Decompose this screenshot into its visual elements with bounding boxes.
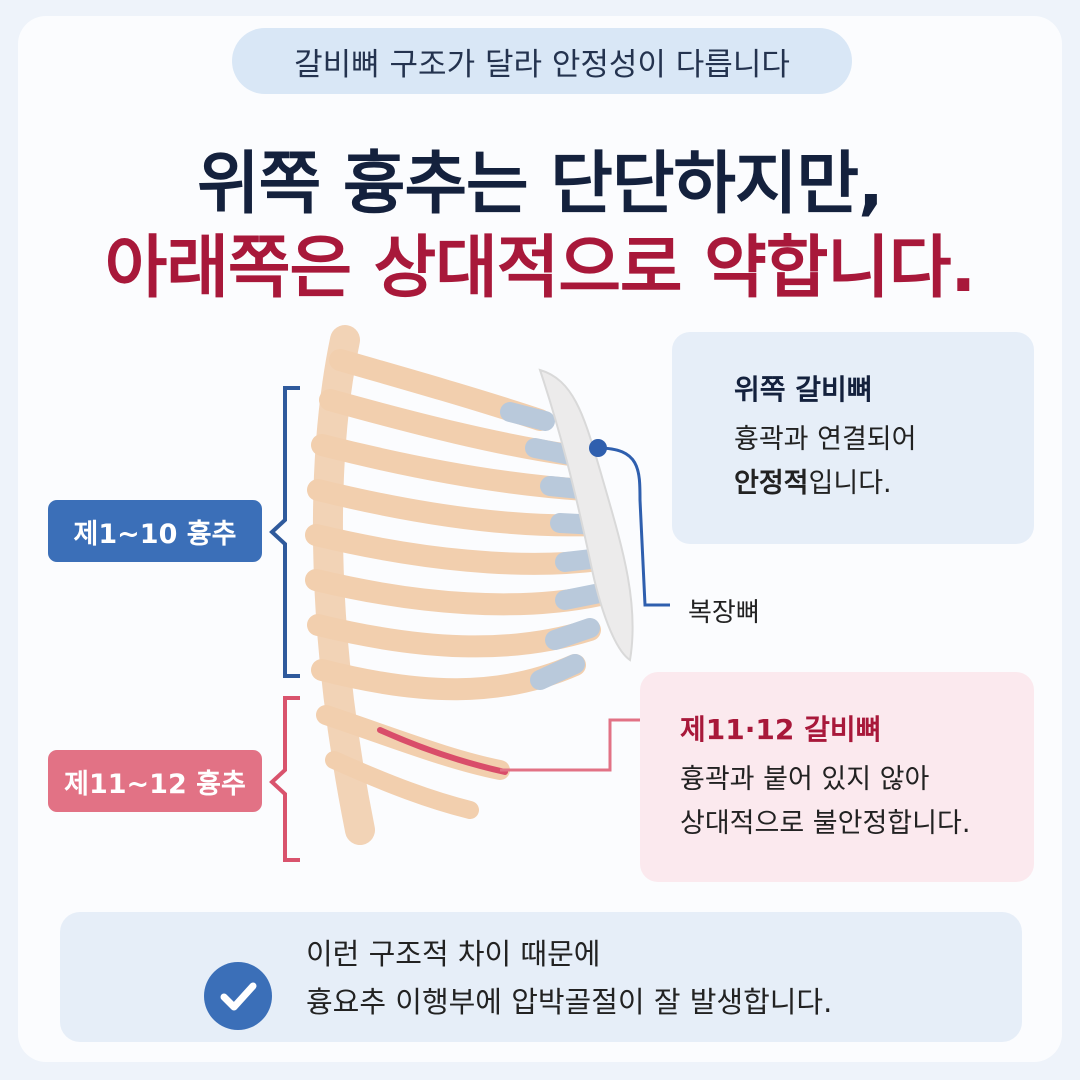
upper-ribs-line-2-rest: 입니다.	[808, 468, 892, 499]
subtitle-text: 갈비뼈 구조가 달라 안정성이 다릅니다	[294, 46, 790, 83]
lower-vertebrae-label: 제11~12 흉추	[64, 768, 246, 800]
headline-line-2: 아래쪽은 상대적으로 약합니다.	[104, 229, 976, 308]
conclusion-box: 이런 구조적 차이 때문에 흉요추 이행부에 압박골절이 잘 발생합니다.	[60, 912, 1022, 1042]
subtitle-pill: 갈비뼈 구조가 달라 안정성이 다릅니다	[232, 28, 852, 94]
floating-ribs	[316, 705, 510, 819]
upper-ribs-title: 위쪽 갈비뼈	[734, 373, 873, 406]
conclusion-line-2: 흉요추 이행부에 압박골절이 잘 발생합니다.	[306, 985, 833, 1019]
lower-vertebrae-tag: 제11~12 흉추	[48, 750, 262, 812]
upper-vertebrae-label: 제1~10 흉추	[73, 518, 237, 550]
floating-rib-leader-line	[500, 718, 640, 772]
upper-vertebrae-tag: 제1~10 흉추	[48, 500, 262, 562]
sternum-label: 복장뼈	[688, 598, 760, 628]
sternum-leader-line	[597, 446, 670, 607]
lower-ribs-info-box: 제11·12 갈비뼈 흉곽과 붙어 있지 않아 상대적으로 불안정합니다.	[640, 672, 1034, 882]
conclusion-text: 이런 구조적 차이 때문에 흉요추 이행부에 압박골절이 잘 발생합니다.	[306, 930, 832, 1026]
lower-bracket	[269, 696, 300, 862]
conclusion-line-1: 이런 구조적 차이 때문에	[306, 937, 601, 971]
check-circle-icon	[204, 962, 272, 1030]
upper-ribs-info-box: 위쪽 갈비뼈 흉곽과 연결되어 안정적입니다.	[672, 332, 1034, 544]
headline-line-1: 위쪽 흉추는 단단하지만,	[197, 145, 884, 224]
upper-ribs-line-2: 안정적입니다.	[734, 462, 1034, 506]
upper-ribs	[305, 349, 611, 701]
lower-ribs-line-1: 흉곽과 붙어 있지 않아	[680, 764, 930, 795]
upper-ribs-emphasis: 안정적	[734, 468, 809, 499]
upper-ribs-line-1: 흉곽과 연결되어	[734, 424, 917, 455]
upper-bracket	[269, 386, 300, 678]
lower-ribs-title: 제11·12 갈비뼈	[680, 713, 882, 746]
lower-ribs-line-2: 상대적으로 불안정합니다.	[680, 808, 971, 839]
